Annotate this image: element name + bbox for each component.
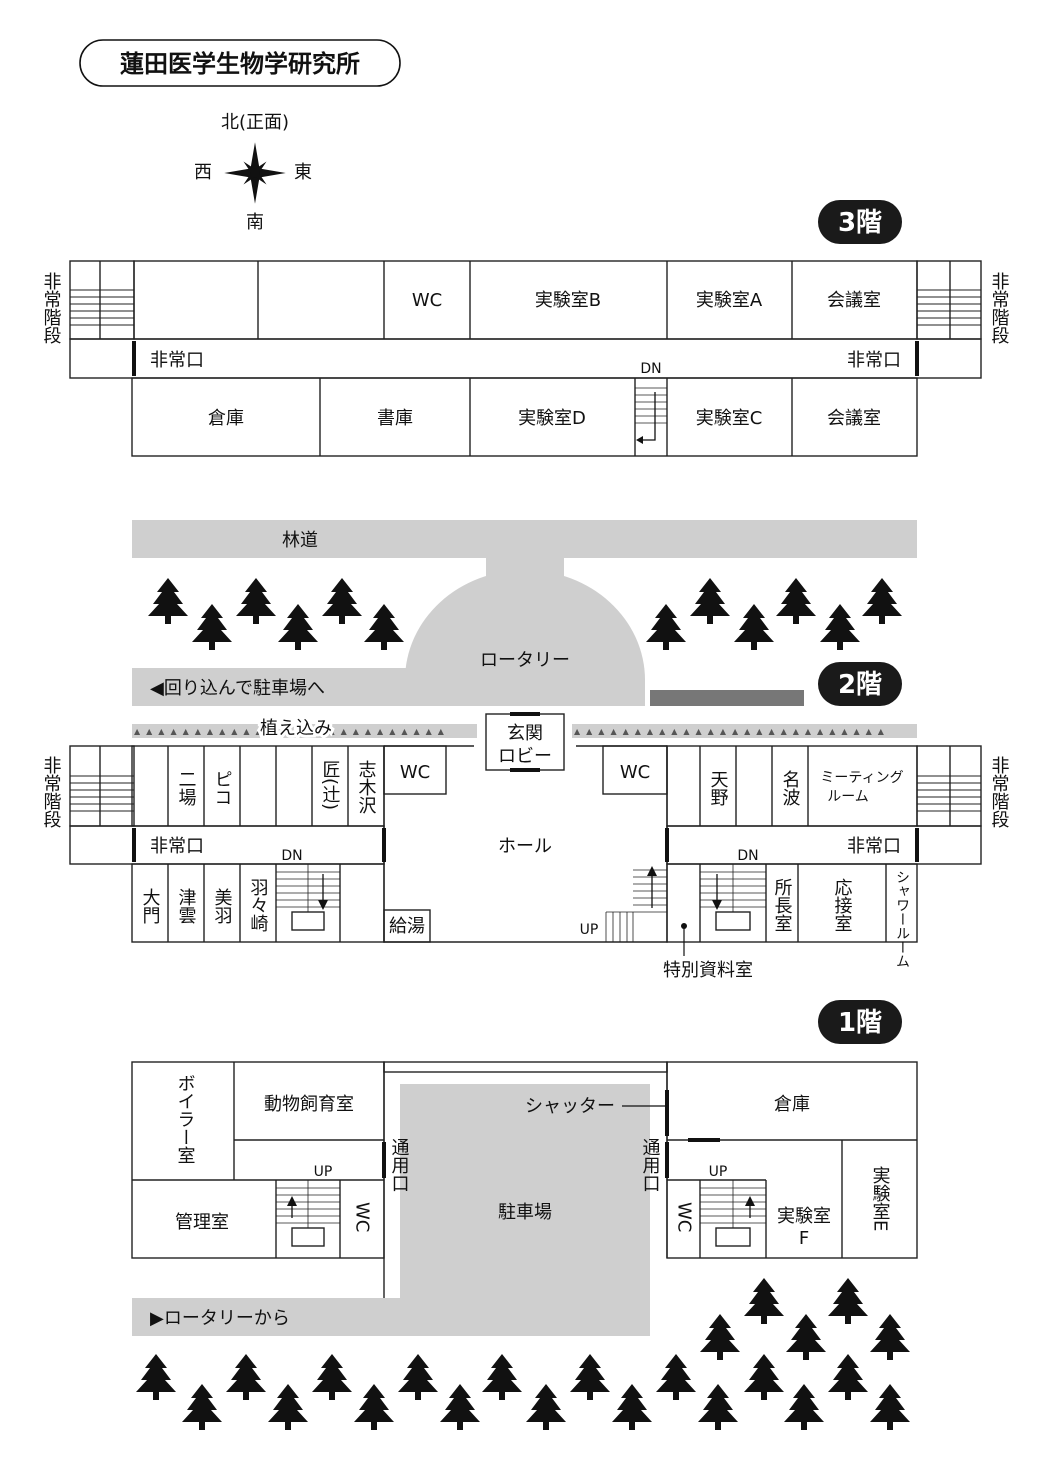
f2-wc-east: WC xyxy=(620,762,650,783)
f1-up-east: UP xyxy=(709,1164,728,1180)
outdoor-area: ▲▲▲▲▲▲▲▲▲▲▲▲▲▲▲▲▲▲▲▲▲▲▲▲▲▲ ▲▲▲▲▲▲▲▲▲▲▲▲▲… xyxy=(132,520,917,738)
f3-room-lab-c: 実験室C xyxy=(696,408,763,429)
f2-room-tsukumo: 津雲 xyxy=(176,888,197,924)
compass-west: 西 xyxy=(194,162,212,183)
f2-room-reception: 応接室 xyxy=(832,878,853,932)
f2-wc-west: WC xyxy=(400,762,430,783)
f3-room-lab-b: 実験室B xyxy=(535,290,601,311)
from-rotary-label: ▶ロータリーから xyxy=(150,1308,290,1329)
f3-room-lab-d: 実験室D xyxy=(518,408,586,429)
compass-east: 東 xyxy=(294,162,312,183)
f2-exit-east: 非常口 xyxy=(847,836,901,857)
f2-room-nanami: 名波 xyxy=(780,770,801,806)
f2-room-hahazaki: 羽々崎 xyxy=(248,878,269,932)
f3-room-library: 書庫 xyxy=(377,408,413,429)
f2-room-meeting-2: ルーム xyxy=(827,789,869,805)
f1-storage: 倉庫 xyxy=(774,1094,810,1115)
f1-wc-east: WC xyxy=(674,1202,695,1232)
floor-badge-3f-label: 3階 xyxy=(838,208,882,238)
f2-stairs-west-label: 非常階段 xyxy=(41,756,62,828)
f3-room-lab-a: 実験室A xyxy=(696,290,763,311)
f1-passage-west: 通用口 xyxy=(389,1138,410,1192)
f1-lab-e: 実験室E xyxy=(870,1166,891,1232)
floor-badge-3f xyxy=(818,200,902,244)
f2-room-shikizawa: 志木沢 xyxy=(356,760,377,814)
f1-shutter: シャッター xyxy=(525,1096,615,1117)
f2-room-meeting: ミーティング xyxy=(820,770,903,786)
f2-up-hall: UP xyxy=(580,922,599,938)
f2-room-director: 所長室 xyxy=(772,878,793,932)
compass-icon xyxy=(224,142,286,204)
planting-label: 植え込み xyxy=(260,718,332,739)
f1-admin: 管理室 xyxy=(175,1212,229,1233)
f2-dn-east: DN xyxy=(737,848,758,864)
f1-boiler: ボイラー室 xyxy=(175,1074,196,1164)
f3-room-storage: 倉庫 xyxy=(208,408,244,429)
rotary-label: ロータリー xyxy=(480,650,570,671)
f1-passage-east: 通用口 xyxy=(640,1138,661,1192)
f3-room-meeting-south: 会議室 xyxy=(827,408,881,429)
f1-lab-f: 実験室 xyxy=(777,1206,831,1227)
floor-1-plan xyxy=(131,1061,918,1336)
f2-room-takumi: 匠(辻) xyxy=(320,760,341,810)
title-box xyxy=(79,39,401,87)
f2-room-amano: 天野 xyxy=(708,770,729,806)
f2-exit-west: 非常口 xyxy=(150,836,204,857)
f2-room-nijo: 二場 xyxy=(176,770,197,807)
forest-road-label: 林道 xyxy=(282,530,318,551)
svg-text:▲▲▲▲▲▲▲▲▲▲▲▲▲▲▲▲▲▲▲▲▲▲▲▲▲▲: ▲▲▲▲▲▲▲▲▲▲▲▲▲▲▲▲▲▲▲▲▲▲▲▲▲▲ xyxy=(134,727,450,736)
page-title: 蓮田医学生物学研究所 xyxy=(120,50,360,78)
f2-lobby-label-2: ロビー xyxy=(498,746,552,767)
f2-hall: ホール xyxy=(498,836,552,857)
f1-wc-west: WC xyxy=(352,1202,373,1232)
f1-up-west: UP xyxy=(314,1164,333,1180)
floor-badge-1f-label: 1階 xyxy=(838,1008,882,1038)
f3-stairs-east-label: 非常階段 xyxy=(989,272,1010,344)
f2-room-daimon: 大門 xyxy=(140,888,161,924)
f2-lobby-label: 玄関 xyxy=(507,723,543,744)
floor-badge-1f xyxy=(818,1000,902,1044)
f2-room-miu: 美羽 xyxy=(212,888,233,924)
f1-animal: 動物飼育室 xyxy=(264,1094,354,1115)
f2-dn-west: DN xyxy=(281,848,302,864)
f2-room-piko: ピコ xyxy=(212,770,233,806)
floor-2-plan xyxy=(69,712,982,956)
svg-text:▲▲▲▲▲▲▲▲▲▲▲▲▲▲▲▲▲▲▲▲▲▲▲▲▲▲: ▲▲▲▲▲▲▲▲▲▲▲▲▲▲▲▲▲▲▲▲▲▲▲▲▲▲ xyxy=(574,727,890,736)
f3-room-wc: WC xyxy=(412,290,442,311)
floor-badge-2f xyxy=(818,662,902,706)
floor-badge-2f-label: 2階 xyxy=(838,670,882,700)
f2-room-shower: シャワールーム xyxy=(894,870,910,968)
floor-3-plan xyxy=(69,260,982,457)
compass-north: 北(正面) xyxy=(221,112,289,133)
f1-lab-f-2: F xyxy=(799,1228,809,1249)
f2-special-archive: 特別資料室 xyxy=(663,960,753,981)
f3-room-meeting-north: 会議室 xyxy=(827,290,881,311)
f2-kyutou: 給湯 xyxy=(389,916,425,937)
to-parking-label: ◀回り込んで駐車場へ xyxy=(150,678,325,699)
compass-south: 南 xyxy=(246,212,264,233)
f3-stairs-west-label: 非常階段 xyxy=(41,272,62,344)
f2-stairs-east-label: 非常階段 xyxy=(989,756,1010,828)
f3-exit-west: 非常口 xyxy=(150,350,204,371)
f1-parking: 駐車場 xyxy=(498,1202,552,1223)
f3-exit-east: 非常口 xyxy=(847,350,901,371)
f3-dn-label: DN xyxy=(640,361,661,377)
